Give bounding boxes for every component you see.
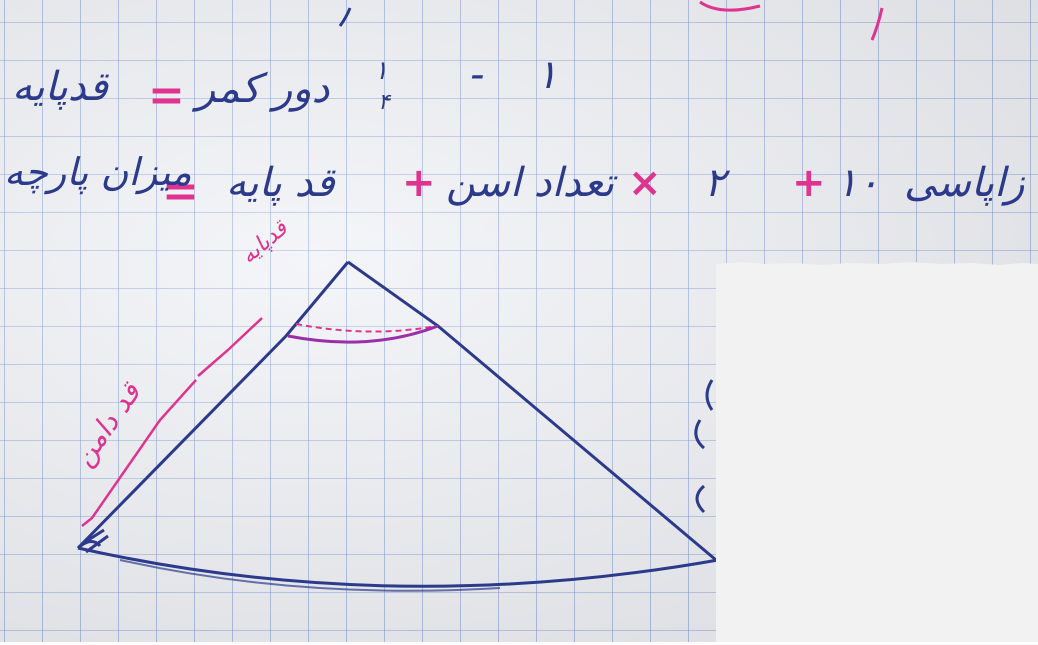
- dart-count-text: تعداد اسن: [446, 160, 615, 206]
- cone-left-edge: [76, 261, 350, 550]
- top-pink-paren: [870, 7, 884, 41]
- dim-line-large: [81, 379, 197, 527]
- cone-right-edge: [347, 260, 717, 562]
- apex-cut-arc: [287, 324, 439, 344]
- edge-marks: [694, 379, 714, 514]
- base-height-text-2: قد پایه: [226, 160, 335, 206]
- fraction-denominator: ۴: [378, 90, 390, 115]
- formula-minus: -: [470, 52, 485, 98]
- cloth-amount-text: میزان پارچه: [4, 150, 192, 194]
- formula-one: ۱: [536, 52, 558, 98]
- dim-line-small: [197, 317, 263, 377]
- top-pink-stroke: [699, 0, 761, 12]
- torn-paper-overlay: [716, 262, 1038, 645]
- top-stroke: [338, 7, 352, 27]
- base-height-text-1: قدپایه: [12, 64, 109, 110]
- plus-sign-1: +: [792, 160, 826, 206]
- circle-perimeter-text: دور کمر: [196, 66, 330, 112]
- plus-sign-2: +: [402, 160, 436, 206]
- fraction-numerator: ۱: [374, 56, 388, 86]
- two-number: ۲: [704, 160, 726, 206]
- ten-number: ۱۰: [836, 160, 879, 206]
- rib-angles-text: زاپاسی: [904, 160, 1025, 206]
- apex-cut-dashed: [295, 323, 437, 333]
- cone-base-arc: [77, 546, 719, 588]
- times-sign: ×: [628, 160, 662, 206]
- corner-mark: [77, 528, 109, 554]
- equals-sign-2: =: [162, 166, 199, 217]
- equals-sign-1: =: [148, 70, 185, 121]
